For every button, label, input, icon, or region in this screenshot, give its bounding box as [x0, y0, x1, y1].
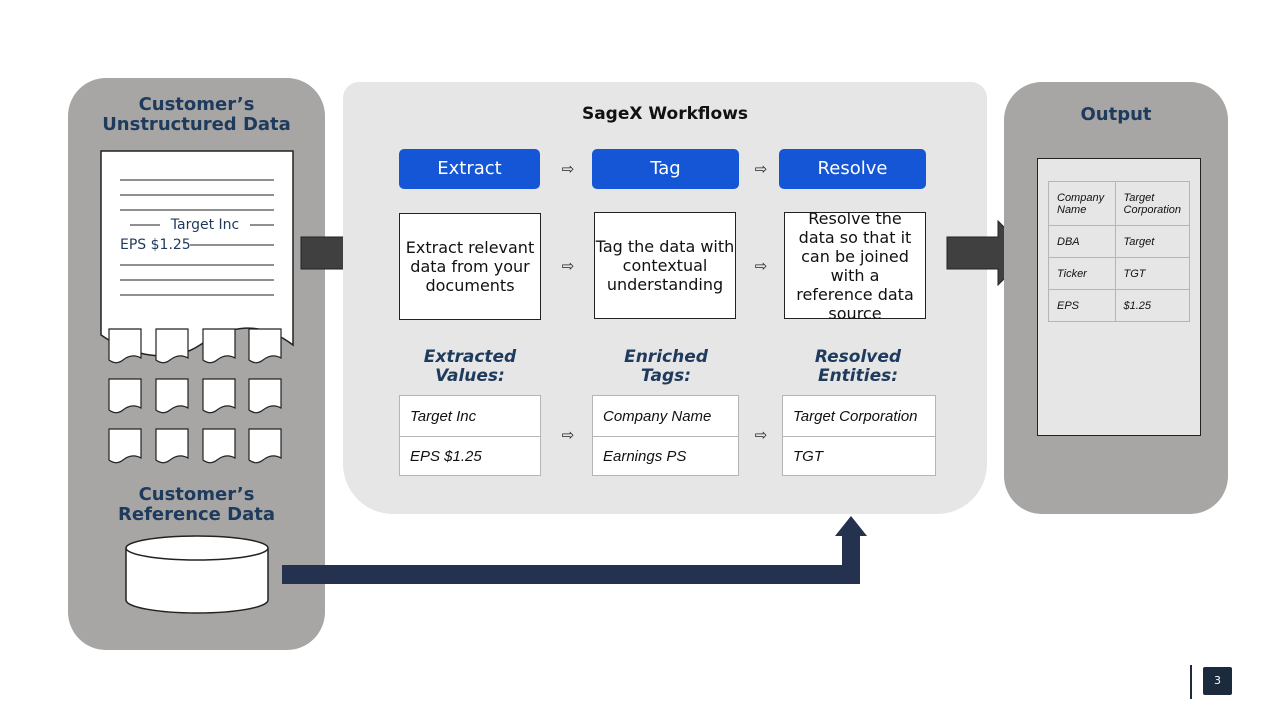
table-row: Company Name — [603, 407, 712, 425]
step-arrow-icon: ⇨ — [754, 426, 768, 444]
step-resolve-button[interactable]: Resolve — [779, 149, 926, 189]
table-row: Target Inc — [410, 407, 477, 425]
step-extract-button[interactable]: Extract — [399, 149, 540, 189]
step-arrow-icon: ⇨ — [561, 257, 575, 275]
table-row: Earnings PS — [593, 436, 738, 476]
document-text-company: Target Inc — [170, 217, 240, 233]
output-title: Output — [1080, 104, 1152, 125]
tag-description: Tag the data with contextual understandi… — [594, 212, 736, 319]
step-arrow-icon: ⇨ — [754, 257, 768, 275]
output-key: Company Name — [1048, 181, 1116, 226]
table-row: DBA Target — [1048, 225, 1191, 258]
output-document: Company Name Target Corporation DBA Targ… — [1037, 158, 1201, 436]
extracted-values-title: Extracted Values: — [423, 347, 517, 386]
output-value: Target Corporation — [1114, 181, 1191, 226]
resolve-description: Resolve the data so that it can be joine… — [784, 209, 926, 323]
output-table: Company Name Target Corporation DBA Targ… — [1048, 181, 1191, 322]
workflow-title: SageX Workflows — [581, 104, 749, 124]
output-key: Ticker — [1048, 257, 1116, 290]
resolved-entities-title: Resolved Entities: — [814, 347, 902, 386]
table-row: Ticker TGT — [1048, 257, 1191, 290]
table-row: Company Name Target Corporation — [1048, 181, 1191, 226]
document-icon — [100, 150, 294, 357]
table-row: Target Corporation — [793, 407, 918, 425]
table-row: EPS $1.25 — [400, 436, 540, 476]
enriched-tags-title: Enriched Tags: — [624, 347, 708, 386]
step-arrow-icon: ⇨ — [561, 160, 575, 178]
database-icon — [125, 535, 269, 614]
resolve-description-text: Resolve the data so that it can be joine… — [796, 208, 914, 323]
step-arrow-icon: ⇨ — [561, 426, 575, 444]
table-row: TGT — [783, 436, 935, 476]
extracted-values-table: Target Inc EPS $1.25 — [399, 395, 541, 476]
tag-description-text: Tag the data with contextual understandi… — [595, 237, 735, 294]
document-text-eps: EPS $1.25 — [120, 237, 191, 253]
table-row: EPS $1.25 — [1048, 289, 1191, 322]
enriched-tags-table: Company Name Earnings PS — [592, 395, 739, 476]
footer-divider — [1190, 665, 1192, 699]
extract-description: Extract relevant data from your document… — [399, 213, 541, 320]
reference-data-title: Customer’s Reference Data — [118, 484, 275, 525]
step-arrow-icon: ⇨ — [754, 160, 768, 178]
unstructured-data-title: Customer’s Unstructured Data — [102, 94, 291, 135]
output-value: Target — [1114, 225, 1191, 258]
output-value: $1.25 — [1114, 289, 1191, 322]
step-tag-button[interactable]: Tag — [592, 149, 739, 189]
output-key: EPS — [1048, 289, 1116, 322]
output-key: DBA — [1048, 225, 1116, 258]
output-value: TGT — [1114, 257, 1191, 290]
connector-arrow-icon — [282, 516, 867, 584]
resolved-entities-table: Target Corporation TGT — [782, 395, 936, 476]
extract-description-text: Extract relevant data from your document… — [405, 238, 535, 295]
document-stack-icon — [108, 328, 282, 464]
page-number: 3 — [1203, 667, 1232, 695]
